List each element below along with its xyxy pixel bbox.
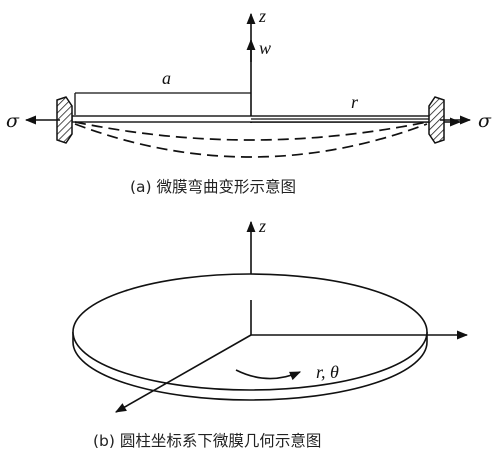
disk-top-face <box>72 273 428 391</box>
sigma-label-left: σ <box>6 110 20 132</box>
radius-a-label: a <box>162 68 171 88</box>
right-clamp <box>428 96 445 144</box>
r-label-a: r <box>351 92 359 112</box>
deflected-membrane-2 <box>74 123 428 158</box>
z-label-b: z <box>258 216 266 236</box>
panel-b: z r, θ (b) 圆柱坐标系下微膜几何示意图 <box>72 216 469 450</box>
sigma-label-right: σ <box>478 110 492 132</box>
r-theta-label: r, θ <box>316 362 339 382</box>
caption-b: (b) 圆柱坐标系下微膜几何示意图 <box>93 431 321 450</box>
panel-a: z w a r σ σ (a) 微膜弯曲变形示意图 <box>6 6 492 196</box>
theta-rotation-arrow <box>235 369 302 381</box>
axis-front <box>115 334 252 413</box>
left-clamp <box>56 96 73 144</box>
z-label-a: z <box>258 6 266 26</box>
deflected-membrane-1 <box>74 121 428 141</box>
caption-a: (a) 微膜弯曲变形示意图 <box>130 177 296 196</box>
w-label: w <box>259 38 271 58</box>
